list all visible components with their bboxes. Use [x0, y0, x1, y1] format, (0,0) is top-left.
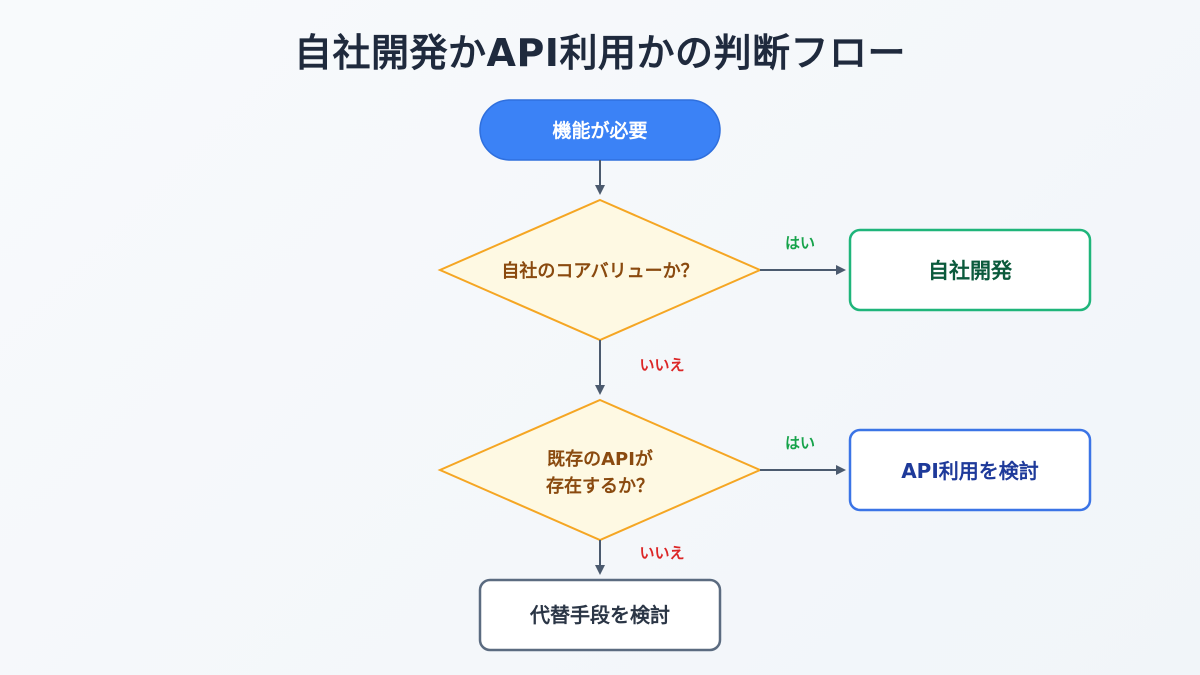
decision-api-shape — [437, 398, 763, 542]
result-alternative-shape — [478, 578, 722, 652]
result-api-label: API利用を検討 — [901, 459, 1039, 483]
result-alternative-label: 代替手段を検討 — [529, 603, 670, 627]
start-node[interactable]: 機能が必要 — [479, 99, 721, 161]
edge-label-api-yes: はい — [785, 434, 815, 452]
result-inhouse-label: 自社開発 — [928, 259, 1013, 283]
edge-label-api-no: いいえ — [639, 544, 684, 562]
result-alternative-node[interactable]: 代替手段を検討 — [478, 578, 722, 652]
start-node-label: 機能が必要 — [552, 119, 647, 142]
decision-core-label: 自社のコアバリューか？ — [501, 260, 698, 282]
decision-api-node[interactable]: 既存のAPIが 存在するか？ — [437, 398, 763, 542]
result-api-shape — [848, 428, 1092, 512]
result-inhouse-node[interactable]: 自社開発 — [848, 228, 1092, 312]
page-title: 自社開発かAPI利用かの判断フロー — [294, 31, 906, 75]
decision-core-node[interactable]: 自社のコアバリューか？ — [437, 198, 763, 342]
result-inhouse-shape — [848, 228, 1092, 312]
decision-api-label-line1: 既存のAPIが — [547, 448, 653, 470]
edge-label-core-yes: はい — [785, 234, 815, 252]
edge-label-core-no: いいえ — [639, 356, 684, 374]
decision-api-label-line2: 存在するか？ — [546, 475, 654, 497]
result-api-node[interactable]: API利用を検討 — [848, 428, 1092, 512]
